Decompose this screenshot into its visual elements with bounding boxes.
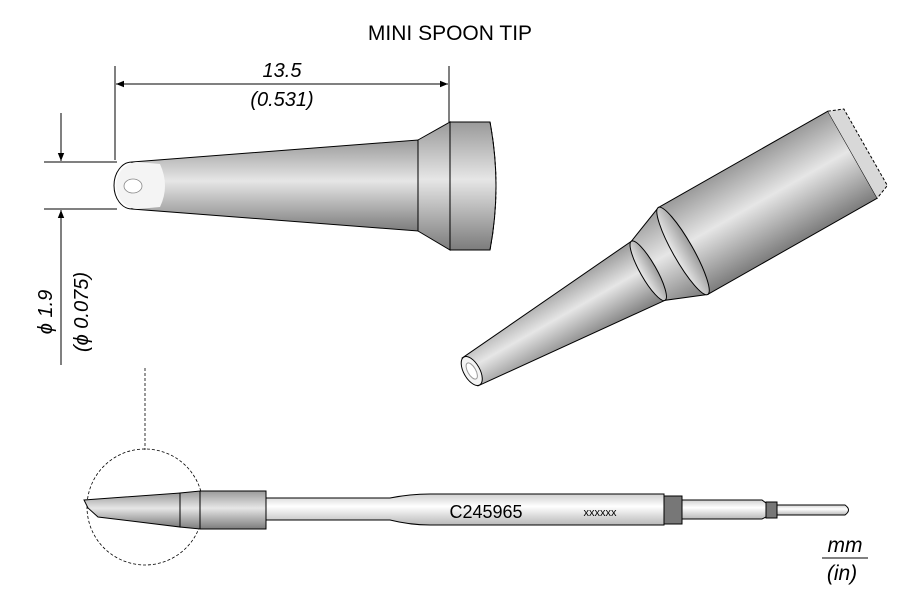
diameter-in-label: (ϕ 0.075) xyxy=(71,272,93,352)
part-number: C245965 xyxy=(449,502,522,522)
drawing-title: MINI SPOON TIP xyxy=(368,22,532,45)
units-secondary: (in) xyxy=(827,562,857,585)
diameter-mm-label: ϕ 1.9 xyxy=(35,290,57,334)
diameter-dimension xyxy=(44,113,117,365)
tip-isometric-view xyxy=(460,108,888,387)
tip-full-view xyxy=(83,490,849,530)
length-in-label: (0.531) xyxy=(250,89,313,111)
tip-side-view xyxy=(113,121,497,251)
marking-text: xxxxxx xyxy=(584,507,618,519)
length-mm-label: 13.5 xyxy=(263,60,303,82)
units-primary: mm xyxy=(828,534,863,557)
length-dimension xyxy=(114,66,450,160)
